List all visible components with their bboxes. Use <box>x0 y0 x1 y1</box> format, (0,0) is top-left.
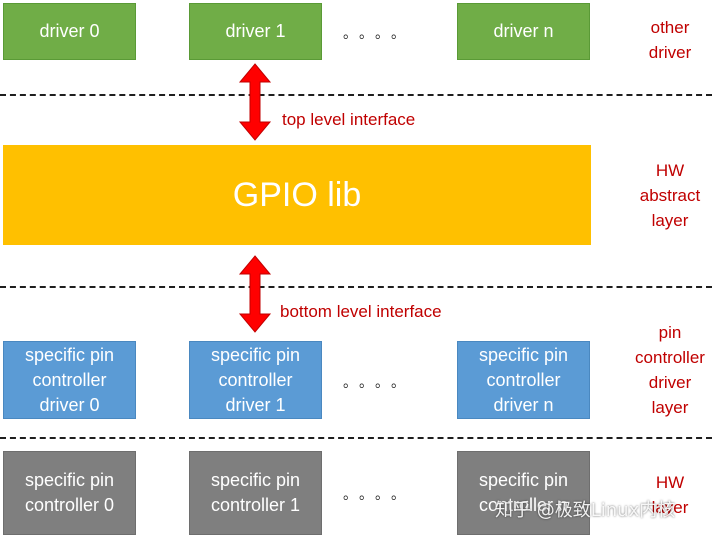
pin-driver-ellipsis: 。。。。 <box>343 375 414 391</box>
top-interface-arrow <box>238 63 272 141</box>
top-interface-label: top level interface <box>282 110 416 129</box>
driver-1-box: driver 1 <box>189 3 322 60</box>
driver-0-box: driver 0 <box>3 3 136 60</box>
pin-controller-driver-1-label: specific pin controller driver 1 <box>210 344 301 415</box>
pin-controller-1-label: specific pin controller 1 <box>210 470 301 515</box>
driver-n-box: driver n <box>457 3 590 60</box>
pin-controller-n-box: specific pin controller n <box>457 451 590 535</box>
pin-controller-driver-0-label: specific pin controller driver 0 <box>24 344 115 415</box>
pin-controller-1-box: specific pin controller 1 <box>189 451 322 535</box>
watermark: 知乎 @极致Linux内核 <box>495 500 676 521</box>
pin-controller-driver-0-box: specific pin controller driver 0 <box>3 341 136 419</box>
divider-middle <box>0 286 712 288</box>
gpio-lib-label: GPIO lib <box>232 175 362 214</box>
hw-abstract-layer-label: HW abstract layer <box>639 161 701 230</box>
divider-bottom <box>0 437 712 439</box>
driver-1-label: driver 1 <box>225 21 286 41</box>
bottom-interface-arrow <box>238 255 272 333</box>
driver-n-label: driver n <box>493 21 554 41</box>
pin-controller-driver-n-label: specific pin controller driver n <box>478 344 569 415</box>
pin-controller-driver-layer-label: pin controller driver layer <box>635 323 705 417</box>
other-driver-layer-label: other driver <box>648 18 692 62</box>
pin-controller-0-label: specific pin controller 0 <box>24 470 115 515</box>
pin-controller-driver-1-box: specific pin controller driver 1 <box>189 341 322 419</box>
driver-ellipsis: 。。。。 <box>343 26 414 42</box>
bottom-interface-label: bottom level interface <box>280 302 442 321</box>
pin-controller-0-box: specific pin controller 0 <box>3 451 136 535</box>
pin-controller-n-label: specific pin controller n <box>478 470 569 515</box>
divider-top <box>0 94 712 96</box>
hw-layer-label: HW layer <box>651 473 689 517</box>
hw-ellipsis: 。。。。 <box>343 487 414 503</box>
driver-0-label: driver 0 <box>39 21 100 41</box>
gpio-lib-box: GPIO lib <box>3 145 591 245</box>
pin-controller-driver-n-box: specific pin controller driver n <box>457 341 590 419</box>
